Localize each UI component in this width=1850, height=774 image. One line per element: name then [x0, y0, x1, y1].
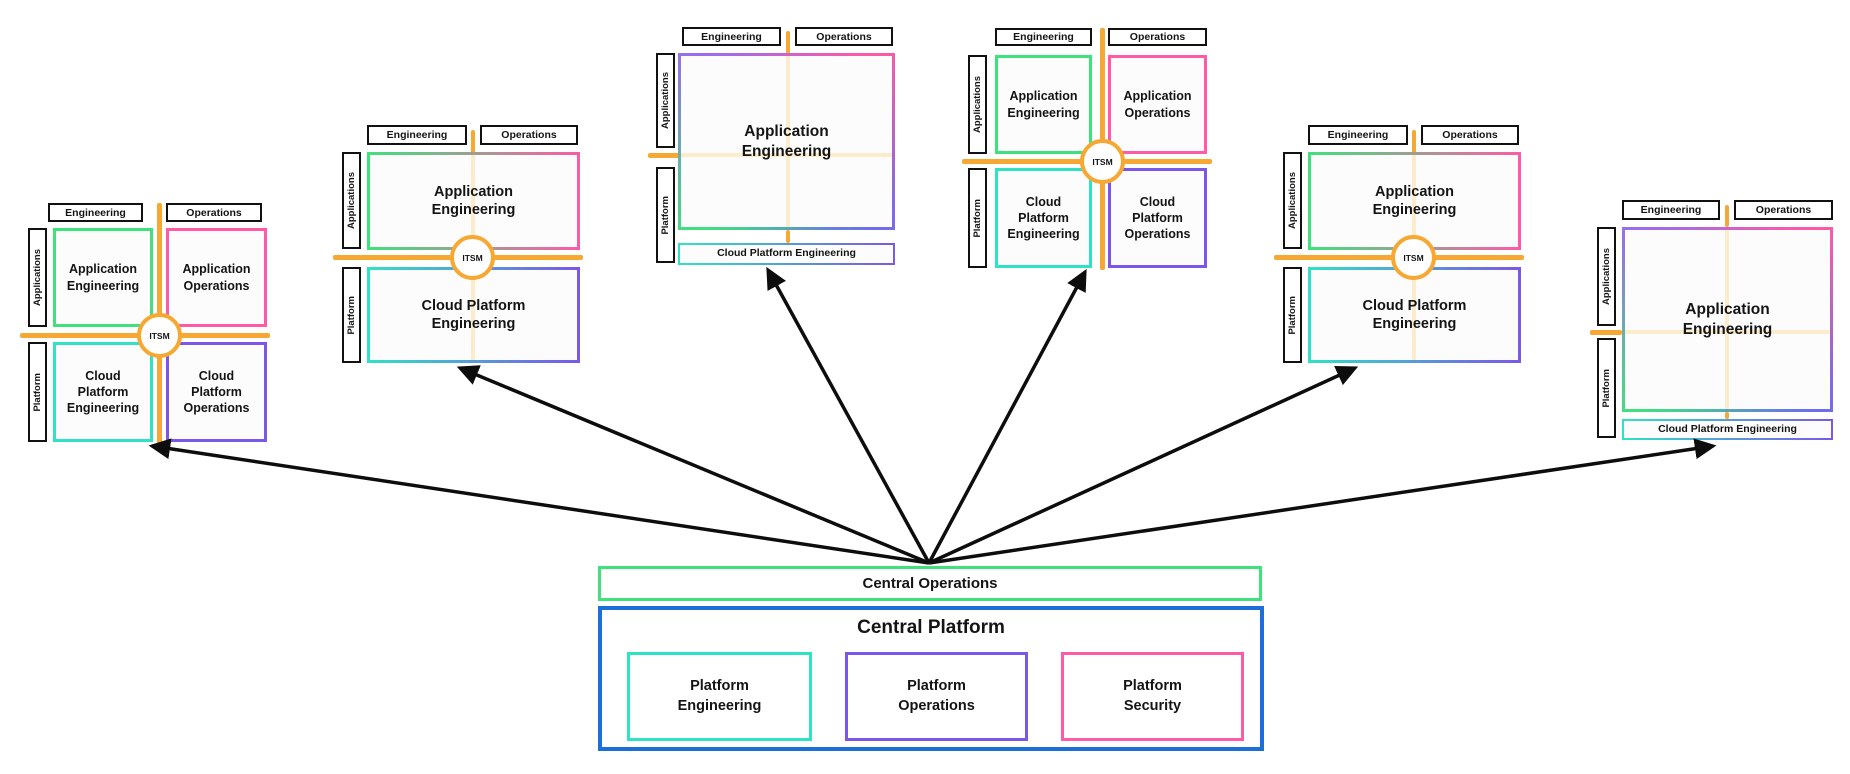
central-platform-title: Central Platform: [857, 617, 1005, 638]
orange-axis-v-stub-mid: [786, 230, 790, 243]
orange-axis-v-stub: [1412, 130, 1416, 154]
platform-side-label: Platform: [1283, 267, 1302, 363]
itsm-circle: ITSM: [450, 235, 495, 280]
application-engineering-box: Application Engineering: [995, 55, 1092, 154]
faint-axis-h: [681, 153, 892, 157]
operations-header: Operations: [1734, 200, 1833, 220]
orange-axis-h-stub: [1590, 330, 1622, 335]
flow-arrow: [148, 438, 930, 565]
platform-engineering-box: Platform Engineering: [627, 652, 812, 741]
itsm-circle: ITSM: [1391, 235, 1436, 280]
central-operations-label: Central Operations: [862, 575, 998, 592]
engineering-header: Engineering: [995, 28, 1092, 46]
cloud-platform-engineering-box: Cloud Platform Engineering: [53, 342, 153, 442]
flow-arrow: [928, 438, 1717, 565]
cloud-platform-engineering-box: Cloud Platform Engineering: [1308, 267, 1521, 363]
cloud-platform-operations-box: Cloud Platform Operations: [166, 342, 267, 442]
itsm-circle: ITSM: [137, 313, 182, 358]
orange-axis-v-stub-mid: [1725, 412, 1729, 419]
platform-side-label: Platform: [968, 168, 987, 268]
platform-side-label: Platform: [28, 342, 47, 442]
operations-header: Operations: [480, 125, 578, 145]
application-operations-box: Application Operations: [1108, 55, 1207, 154]
cloud-platform-operations-box: Cloud Platform Operations: [1108, 168, 1207, 268]
engineering-header: Engineering: [1308, 125, 1408, 145]
applications-side-label: Applications: [968, 55, 987, 154]
operations-header: Operations: [166, 203, 262, 222]
cloud-platform-engineering-box: Cloud Platform Engineering: [995, 168, 1092, 268]
central-operations-box: Central Operations: [598, 566, 1262, 601]
engineering-header-label: Engineering: [65, 206, 126, 219]
orange-axis-h-stub: [648, 153, 680, 158]
applications-side-label: Applications: [1597, 227, 1616, 326]
itsm-circle: ITSM: [1080, 139, 1125, 184]
flow-arrow: [927, 268, 1087, 564]
flow-arrow: [456, 365, 930, 565]
orange-axis-v-stub-top: [786, 31, 790, 54]
platform-side-label: Platform: [342, 267, 361, 363]
faint-axis-v: [1725, 230, 1729, 409]
application-engineering-box: Application Engineering: [53, 228, 153, 327]
operations-header: Operations: [1108, 28, 1207, 46]
faint-axis-v: [471, 155, 475, 247]
applications-side-label: Applications: [28, 228, 47, 327]
faint-axis-h: [1625, 330, 1830, 334]
faint-axis-v: [786, 56, 790, 227]
operations-header: Operations: [1421, 125, 1519, 145]
central-platform-box: Central Platform Platform Engineering Pl…: [598, 606, 1264, 751]
orange-axis-v-stub: [471, 130, 475, 154]
cloud-platform-engineering-box: Cloud Platform Engineering: [367, 267, 580, 363]
applications-side-label: Applications: [1283, 152, 1302, 249]
platform-security-box: Platform Security: [1061, 652, 1244, 741]
flow-arrow: [766, 266, 931, 564]
faint-axis-v: [1412, 270, 1416, 360]
application-engineering-box: Application Engineering: [1622, 227, 1833, 412]
platform-operations-box: Platform Operations: [845, 652, 1028, 741]
platform-side-label: Platform: [656, 167, 675, 263]
application-operations-box: Application Operations: [166, 228, 267, 327]
faint-axis-v: [471, 270, 475, 360]
engineering-header: Engineering: [367, 125, 467, 145]
applications-side-label: Applications: [342, 152, 361, 249]
engineering-header: Engineering: [682, 27, 781, 46]
engineering-header: Engineering: [1622, 200, 1720, 220]
platform-side-label: Platform: [1597, 338, 1616, 438]
operations-header: Operations: [795, 27, 893, 46]
applications-side-label: Applications: [656, 53, 675, 148]
application-engineering-box: Application Engineering: [678, 53, 895, 230]
application-engineering-box: Application Engineering: [367, 152, 580, 250]
cloud-platform-engineering-strip: Cloud Platform Engineering: [678, 243, 895, 265]
flow-arrow: [928, 366, 1359, 565]
cloud-platform-engineering-strip: Cloud Platform Engineering: [1622, 419, 1833, 440]
faint-axis-v: [1412, 155, 1416, 247]
application-engineering-box: Application Engineering: [1308, 152, 1521, 250]
operations-header-label: Operations: [186, 206, 242, 219]
engineering-header: Engineering: [48, 203, 143, 222]
orange-axis-v-stub-top: [1725, 205, 1729, 227]
